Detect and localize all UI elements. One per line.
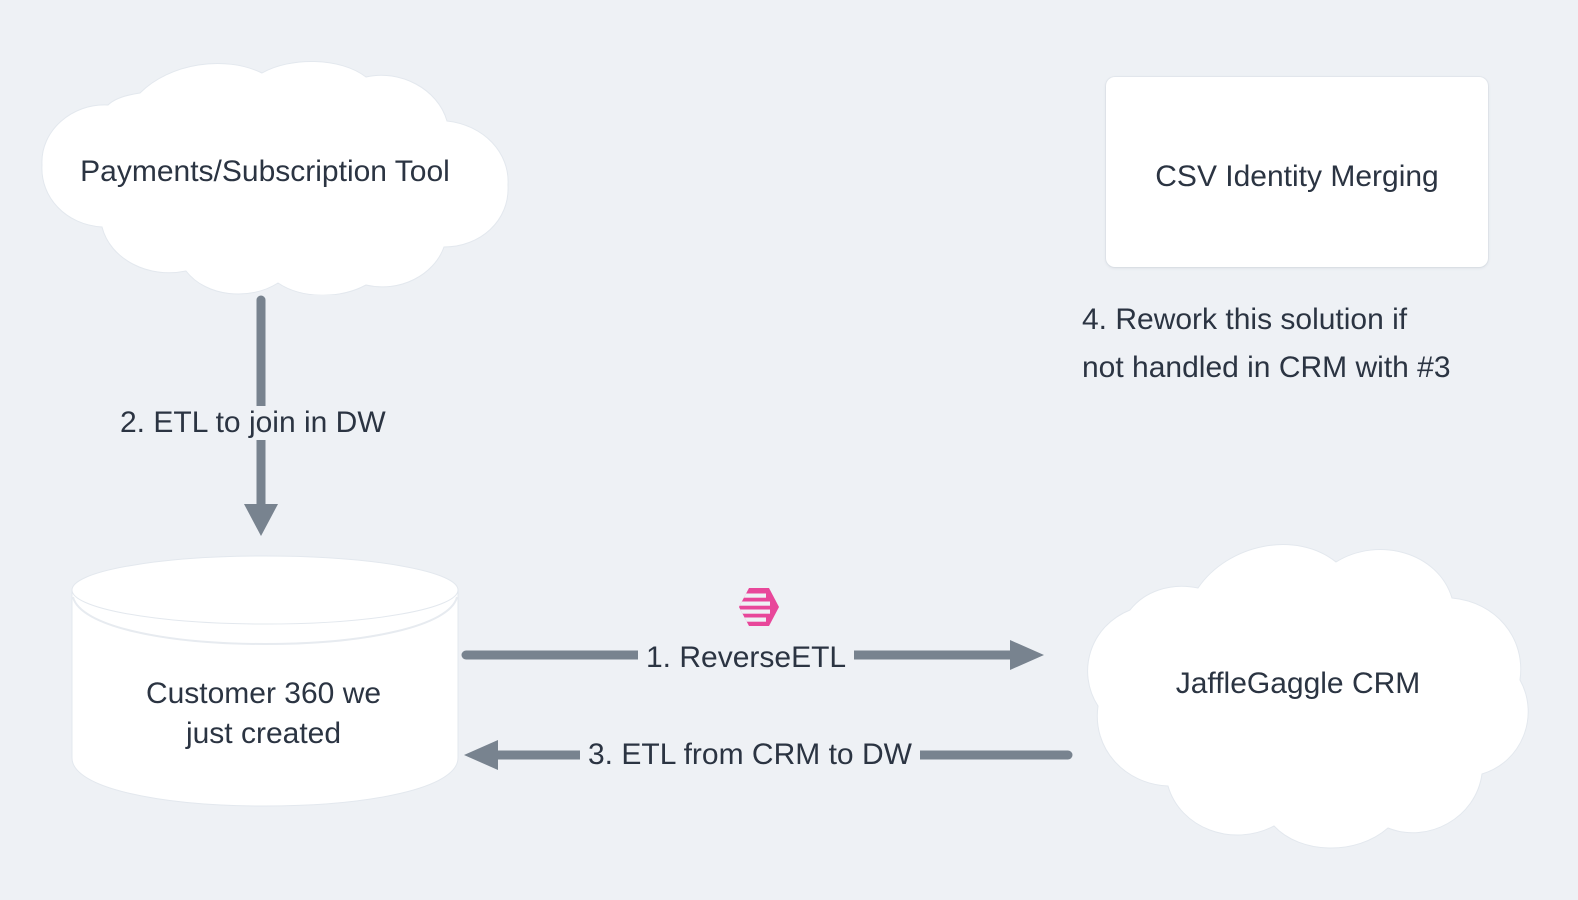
node-crm-cloud[interactable]: [1048, 522, 1548, 852]
hightouch-logo-icon: [739, 588, 779, 626]
edge-etl-join-arrow: [244, 295, 278, 536]
edge-reverse-etl-arrow: [461, 640, 1044, 670]
edge-etl-crm-arrow: [464, 740, 1073, 770]
annotation-csv-note: 4. Rework this solution if not handled i…: [1082, 303, 1451, 384]
node-payments-cloud[interactable]: [10, 55, 520, 295]
node-csv-box[interactable]: [1106, 77, 1488, 267]
node-warehouse-cylinder[interactable]: [60, 552, 470, 814]
